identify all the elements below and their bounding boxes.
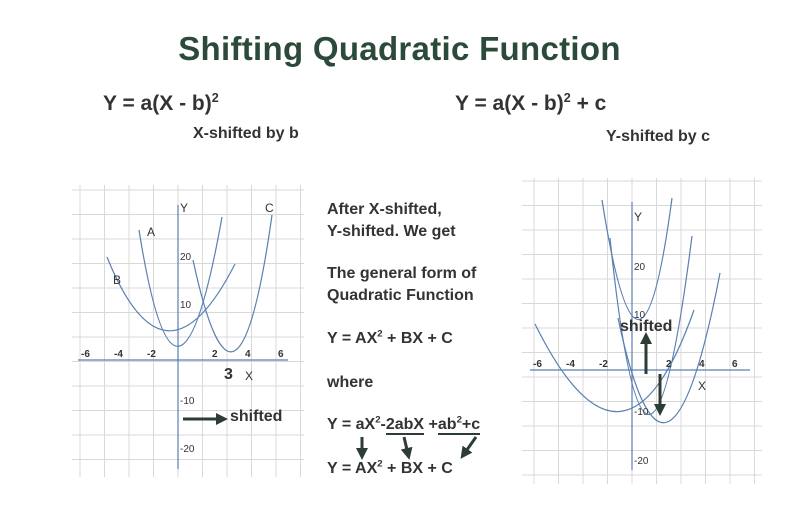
right-y-tick: -20 [634,456,649,467]
right-curve-shifted-down [609,235,693,415]
left-formula-exponent: 2 [211,91,219,105]
left-x-tick: -6 [81,349,90,360]
general-eq-part-a: Y = AX [327,330,378,347]
final-eq-part-a: Y = AX [327,460,378,477]
right-x-tick: 4 [699,359,705,370]
left-caption: X-shifted by b [193,125,299,142]
left-y-tick: 20 [180,252,192,263]
y-shift-label: shifted [620,318,672,335]
intro-line-1: After X-shifted, [327,201,442,218]
right-formula-text: Y = a(X - b) [455,92,564,115]
general-form-equation: Y = AX2 + BX + C [327,328,453,350]
general-form-line-1: The general form of [327,265,477,282]
shift-amount-label: 3 [224,366,233,383]
right-caption: Y-shifted by c [606,128,711,145]
left-y-tick: 10 [180,300,192,311]
expanded-eq-part-5: ab [437,416,457,433]
right-x-axis-label: X [698,379,706,393]
left-formula-text: Y = a(X - b) [103,92,212,115]
right-formula: Y = a(X - b)2 + c [455,92,606,116]
final-equation: Y = AX2 + BX + C [327,458,453,480]
right-x-tick: -6 [533,359,542,370]
right-y-axis-label: Y [634,210,642,224]
expanded-eq-linear-term: 2abX [385,416,425,435]
left-y-axis-label: Y [180,201,188,215]
right-y-tick: 10 [634,310,646,321]
left-x-tick: -2 [147,349,156,360]
right-x-tick: -4 [566,359,575,370]
curve-label-a: A [147,225,155,239]
general-eq-exponent: 2 [377,328,383,340]
expanded-eq-part-1: Y = aX [327,416,376,433]
expanded-eq-part-6: +c [461,416,481,433]
right-y-tick: -10 [634,407,649,418]
left-curve-c [192,214,273,353]
left-graph: -6 -4 -2 2 4 6 20 10 -10 -20 Y X A B C 3… [72,185,304,477]
where-label: where [327,374,374,391]
right-curve-shifted-right [617,272,721,424]
right-x-tick: -2 [599,359,608,370]
curve-label-b: B [113,273,121,287]
left-curve-a [138,216,223,347]
curve-label-c: C [265,201,274,215]
left-graph-grid [72,185,304,477]
right-formula-exponent: 2 [563,91,571,105]
expanded-eq-part-4: + [424,416,438,433]
expanded-eq-constant-term: ab2+c [437,414,481,435]
right-x-tick: 2 [666,359,672,370]
expanded-eq-exp-2: 2 [456,414,462,426]
left-x-axis-label: X [245,369,253,383]
left-x-tick: 2 [212,349,218,360]
general-eq-part-b: + BX + C [382,330,453,347]
left-x-tick: -4 [114,349,123,360]
page-title: Shifting Quadratic Function [178,30,621,67]
right-curve-wide [534,309,695,413]
right-graph: -6 -4 -2 2 4 6 20 10 -10 -20 Y X shifted [522,178,762,484]
expanded-eq-exp-1: 2 [375,414,381,426]
left-curve-b [106,256,236,332]
left-formula: Y = a(X - b)2 [103,92,219,116]
expanded-eq-part-2: - [380,416,386,433]
final-eq-exponent: 2 [377,458,383,470]
left-x-tick: 6 [278,349,284,360]
left-x-tick: 4 [245,349,251,360]
final-eq-part-b: + BX + C [382,460,453,477]
x-shift-label: shifted [230,408,282,425]
general-form-line-2: Quadratic Function [327,287,474,304]
left-y-tick: -10 [180,396,195,407]
expanded-equation: Y = aX2-2abX +ab2+c [327,414,481,436]
right-x-tick: 6 [732,359,738,370]
right-formula-constant: + c [570,92,607,115]
left-y-tick: -20 [180,444,195,455]
arrow-to-C [460,436,478,459]
arrow-to-B [400,436,413,460]
intro-line-2: Y-shifted. We get [327,223,456,240]
right-y-tick: 20 [634,262,646,273]
